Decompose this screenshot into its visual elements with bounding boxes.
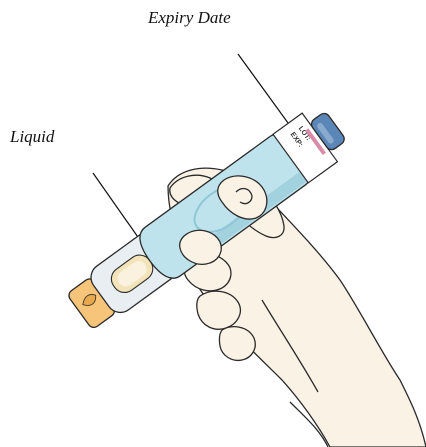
expiry-leader-line [238,54,296,134]
liquid-label: Liquid [10,127,54,147]
expiry-date-label: Expiry Date [148,8,231,28]
